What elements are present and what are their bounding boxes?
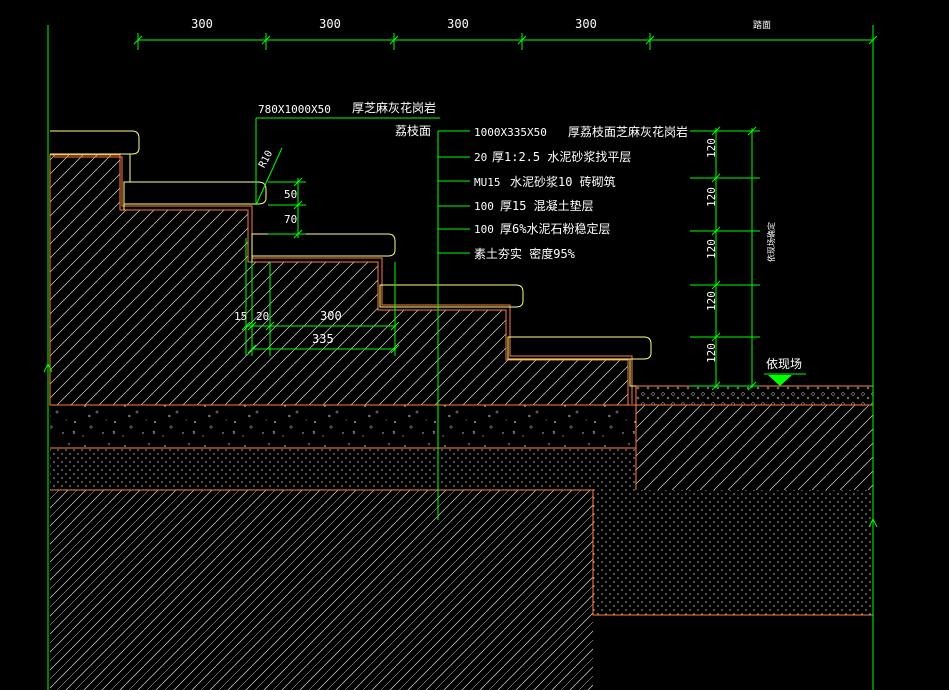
layer-3-right: 水泥砂浆10 砖砌筑 — [510, 174, 616, 189]
dim-15-label: 15 — [234, 310, 247, 323]
ground-layers — [50, 385, 873, 690]
layer-1-right: 厚荔枝面芝麻灰花岗岩 — [568, 124, 688, 139]
tread-size-label: 780X1000X50 — [258, 103, 331, 116]
granite-treads — [50, 130, 652, 387]
dim-20-label: 20 — [256, 310, 269, 323]
tread-1 — [123, 181, 267, 205]
layer-4-right: 厚15 混凝土垫层 — [500, 198, 594, 213]
tread-top — [50, 130, 140, 155]
top-dim-3: 300 — [447, 17, 469, 31]
tread-4 — [507, 336, 652, 360]
right-vertical-label: 依现场确定 — [766, 222, 776, 262]
layer-5-right: 厚6%水泥石粉稳定层 — [500, 221, 610, 236]
brick-stair-mass — [49, 154, 629, 406]
layer-2-right: 厚1:2.5 水泥砂浆找平层 — [492, 149, 631, 164]
dim-300-label: 300 — [320, 309, 342, 323]
top-dimensions — [133, 33, 878, 50]
right-paving — [636, 386, 873, 405]
rise-50-label: 50 — [284, 188, 297, 201]
right-120-1: 120 — [705, 138, 718, 158]
right-dotted-block — [593, 490, 873, 615]
layer-4-left: 100 — [474, 200, 494, 213]
right-120-5: 120 — [705, 343, 718, 363]
site-label: 依现场 — [766, 356, 802, 371]
top-dim-1: 300 — [191, 17, 213, 31]
layer-6-left: 素土夯实 密度95% — [474, 246, 576, 261]
layer-notes: 1000X335X50 厚荔枝面芝麻灰花岗岩 20 厚1:2.5 水泥砂浆找平层… — [474, 124, 688, 261]
tread-3 — [379, 284, 524, 308]
top-dim-4: 300 — [575, 17, 597, 31]
layer-3-left: MU15 — [474, 176, 501, 189]
tread-material-label: 厚芝麻灰花岗岩 — [352, 100, 436, 115]
layer-1-left: 1000X335X50 — [474, 126, 547, 139]
top-dim-2: 300 — [319, 17, 341, 31]
rise-70-label: 70 — [284, 213, 297, 226]
right-120-2: 120 — [705, 187, 718, 207]
right-120-3: 120 — [705, 239, 718, 259]
right-soil-top — [636, 405, 873, 490]
radius-label: R10 — [257, 149, 275, 170]
stabilized-layer — [50, 448, 636, 490]
soil-layer-left — [50, 490, 593, 690]
dim-335-label: 335 — [312, 332, 334, 346]
layer-5-left: 100 — [474, 223, 494, 236]
elevation-marker-icon — [768, 375, 792, 386]
layer-2-left: 20 — [474, 151, 487, 164]
concrete-layer — [50, 405, 636, 448]
right-120-4: 120 — [705, 291, 718, 311]
tread-finish-label: 荔枝面 — [395, 123, 431, 138]
top-dim-5: 踏面 — [753, 19, 771, 31]
tread-2 — [251, 233, 396, 257]
